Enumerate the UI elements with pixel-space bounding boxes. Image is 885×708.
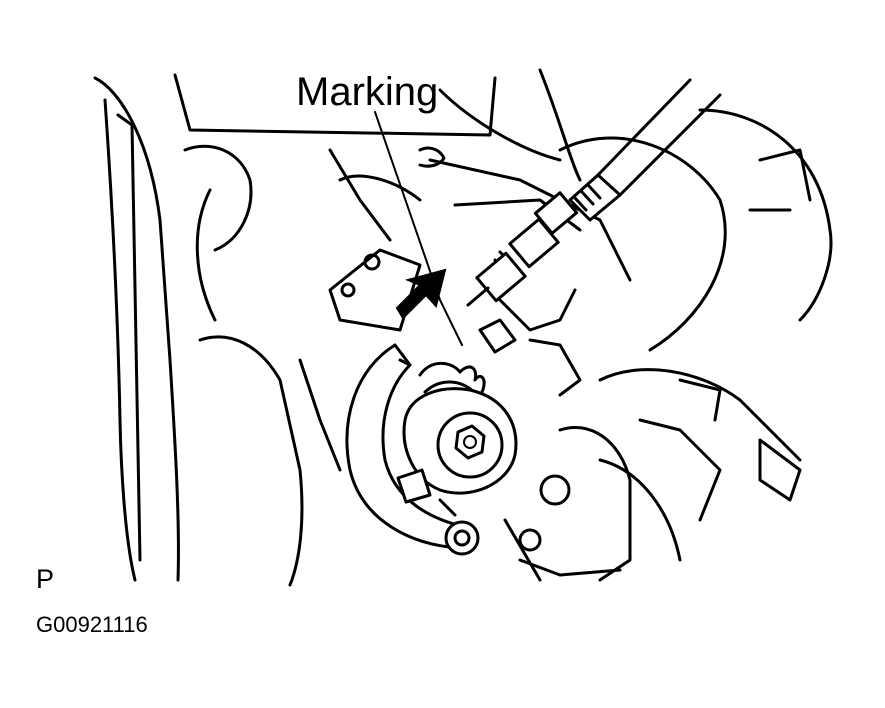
- marking-callout-label: Marking: [296, 70, 439, 114]
- figure-id-label: G00921116: [36, 612, 148, 637]
- direction-arrow-icon: [395, 268, 447, 320]
- callout-leader-line: [374, 111, 463, 346]
- throttle-cable-bracket-icon: [345, 343, 518, 556]
- left-panel-outline: [93, 73, 497, 582]
- engine-background: [183, 68, 833, 587]
- throttle-cable: [466, 78, 722, 397]
- view-code-label: P: [36, 564, 55, 594]
